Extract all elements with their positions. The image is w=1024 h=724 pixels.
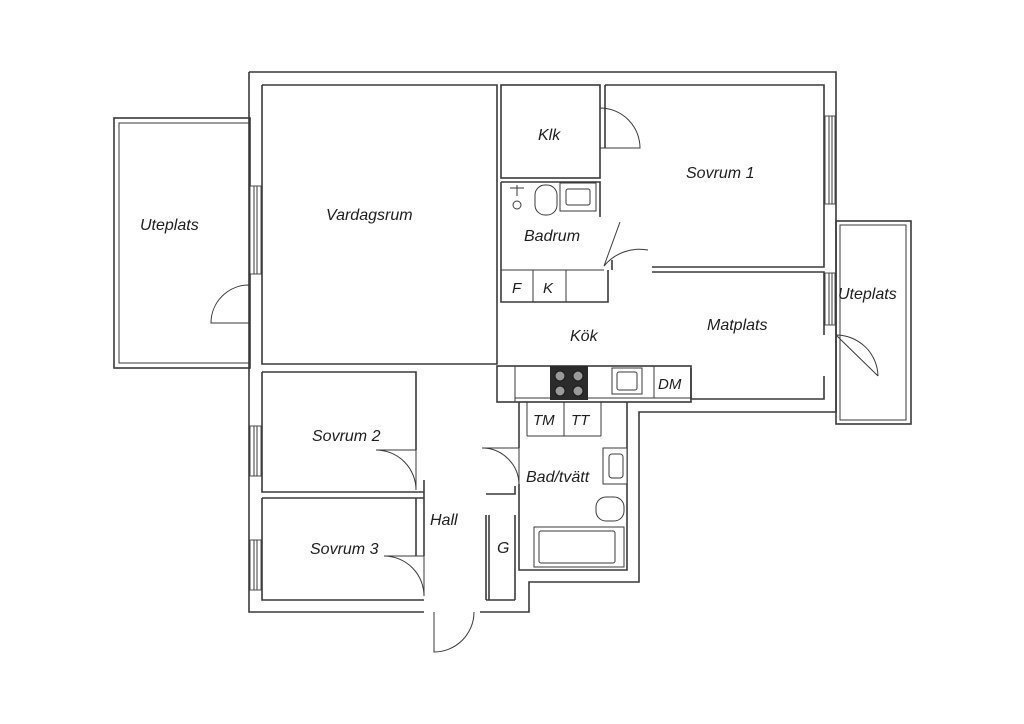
room-label-bad-tvatt: Bad/tvätt <box>526 469 590 486</box>
terrace-east <box>835 220 912 425</box>
room-label-uteplats-west: Uteplats <box>140 217 199 234</box>
shower-icon <box>510 185 524 196</box>
bedroom-2-walls <box>261 371 424 493</box>
room-label-vardagsrum: Vardagsrum <box>326 207 413 224</box>
room-label-sovrum-1: Sovrum 1 <box>686 165 754 182</box>
room-label-sovrum-3: Sovrum 3 <box>310 541 379 558</box>
room-label-garderob: G <box>497 540 509 557</box>
wardrobe <box>485 515 516 601</box>
room-label-sovrum-2: Sovrum 2 <box>312 428 381 445</box>
fixture-label-fridge: K <box>543 280 554 297</box>
terrace-west <box>113 117 251 369</box>
fixture-label-dryer: TT <box>571 412 591 429</box>
room-label-badrum: Badrum <box>524 228 580 245</box>
room-label-kok: Kök <box>570 328 599 345</box>
room-label-uteplats-east: Uteplats <box>838 286 897 303</box>
fixture-label-freezer: F <box>512 280 522 297</box>
laundry-bath-walls <box>486 402 628 571</box>
toilet-icon-laundry <box>595 496 625 522</box>
stove-icon <box>550 366 588 400</box>
bedroom-1-walls <box>604 84 825 270</box>
fixture-label-washing-machine: TM <box>533 412 555 429</box>
bedroom-3-walls <box>261 480 425 601</box>
toilet-icon <box>534 184 558 216</box>
kitchen-counter <box>496 365 692 403</box>
windows <box>249 115 836 591</box>
room-label-hall: Hall <box>430 512 458 529</box>
fixture-label-dishwasher: DM <box>658 376 682 393</box>
doors <box>210 107 879 653</box>
room-label-klk: Klk <box>538 127 561 144</box>
room-label-matplats: Matplats <box>707 317 767 334</box>
bathroom-fixtures <box>510 182 643 568</box>
